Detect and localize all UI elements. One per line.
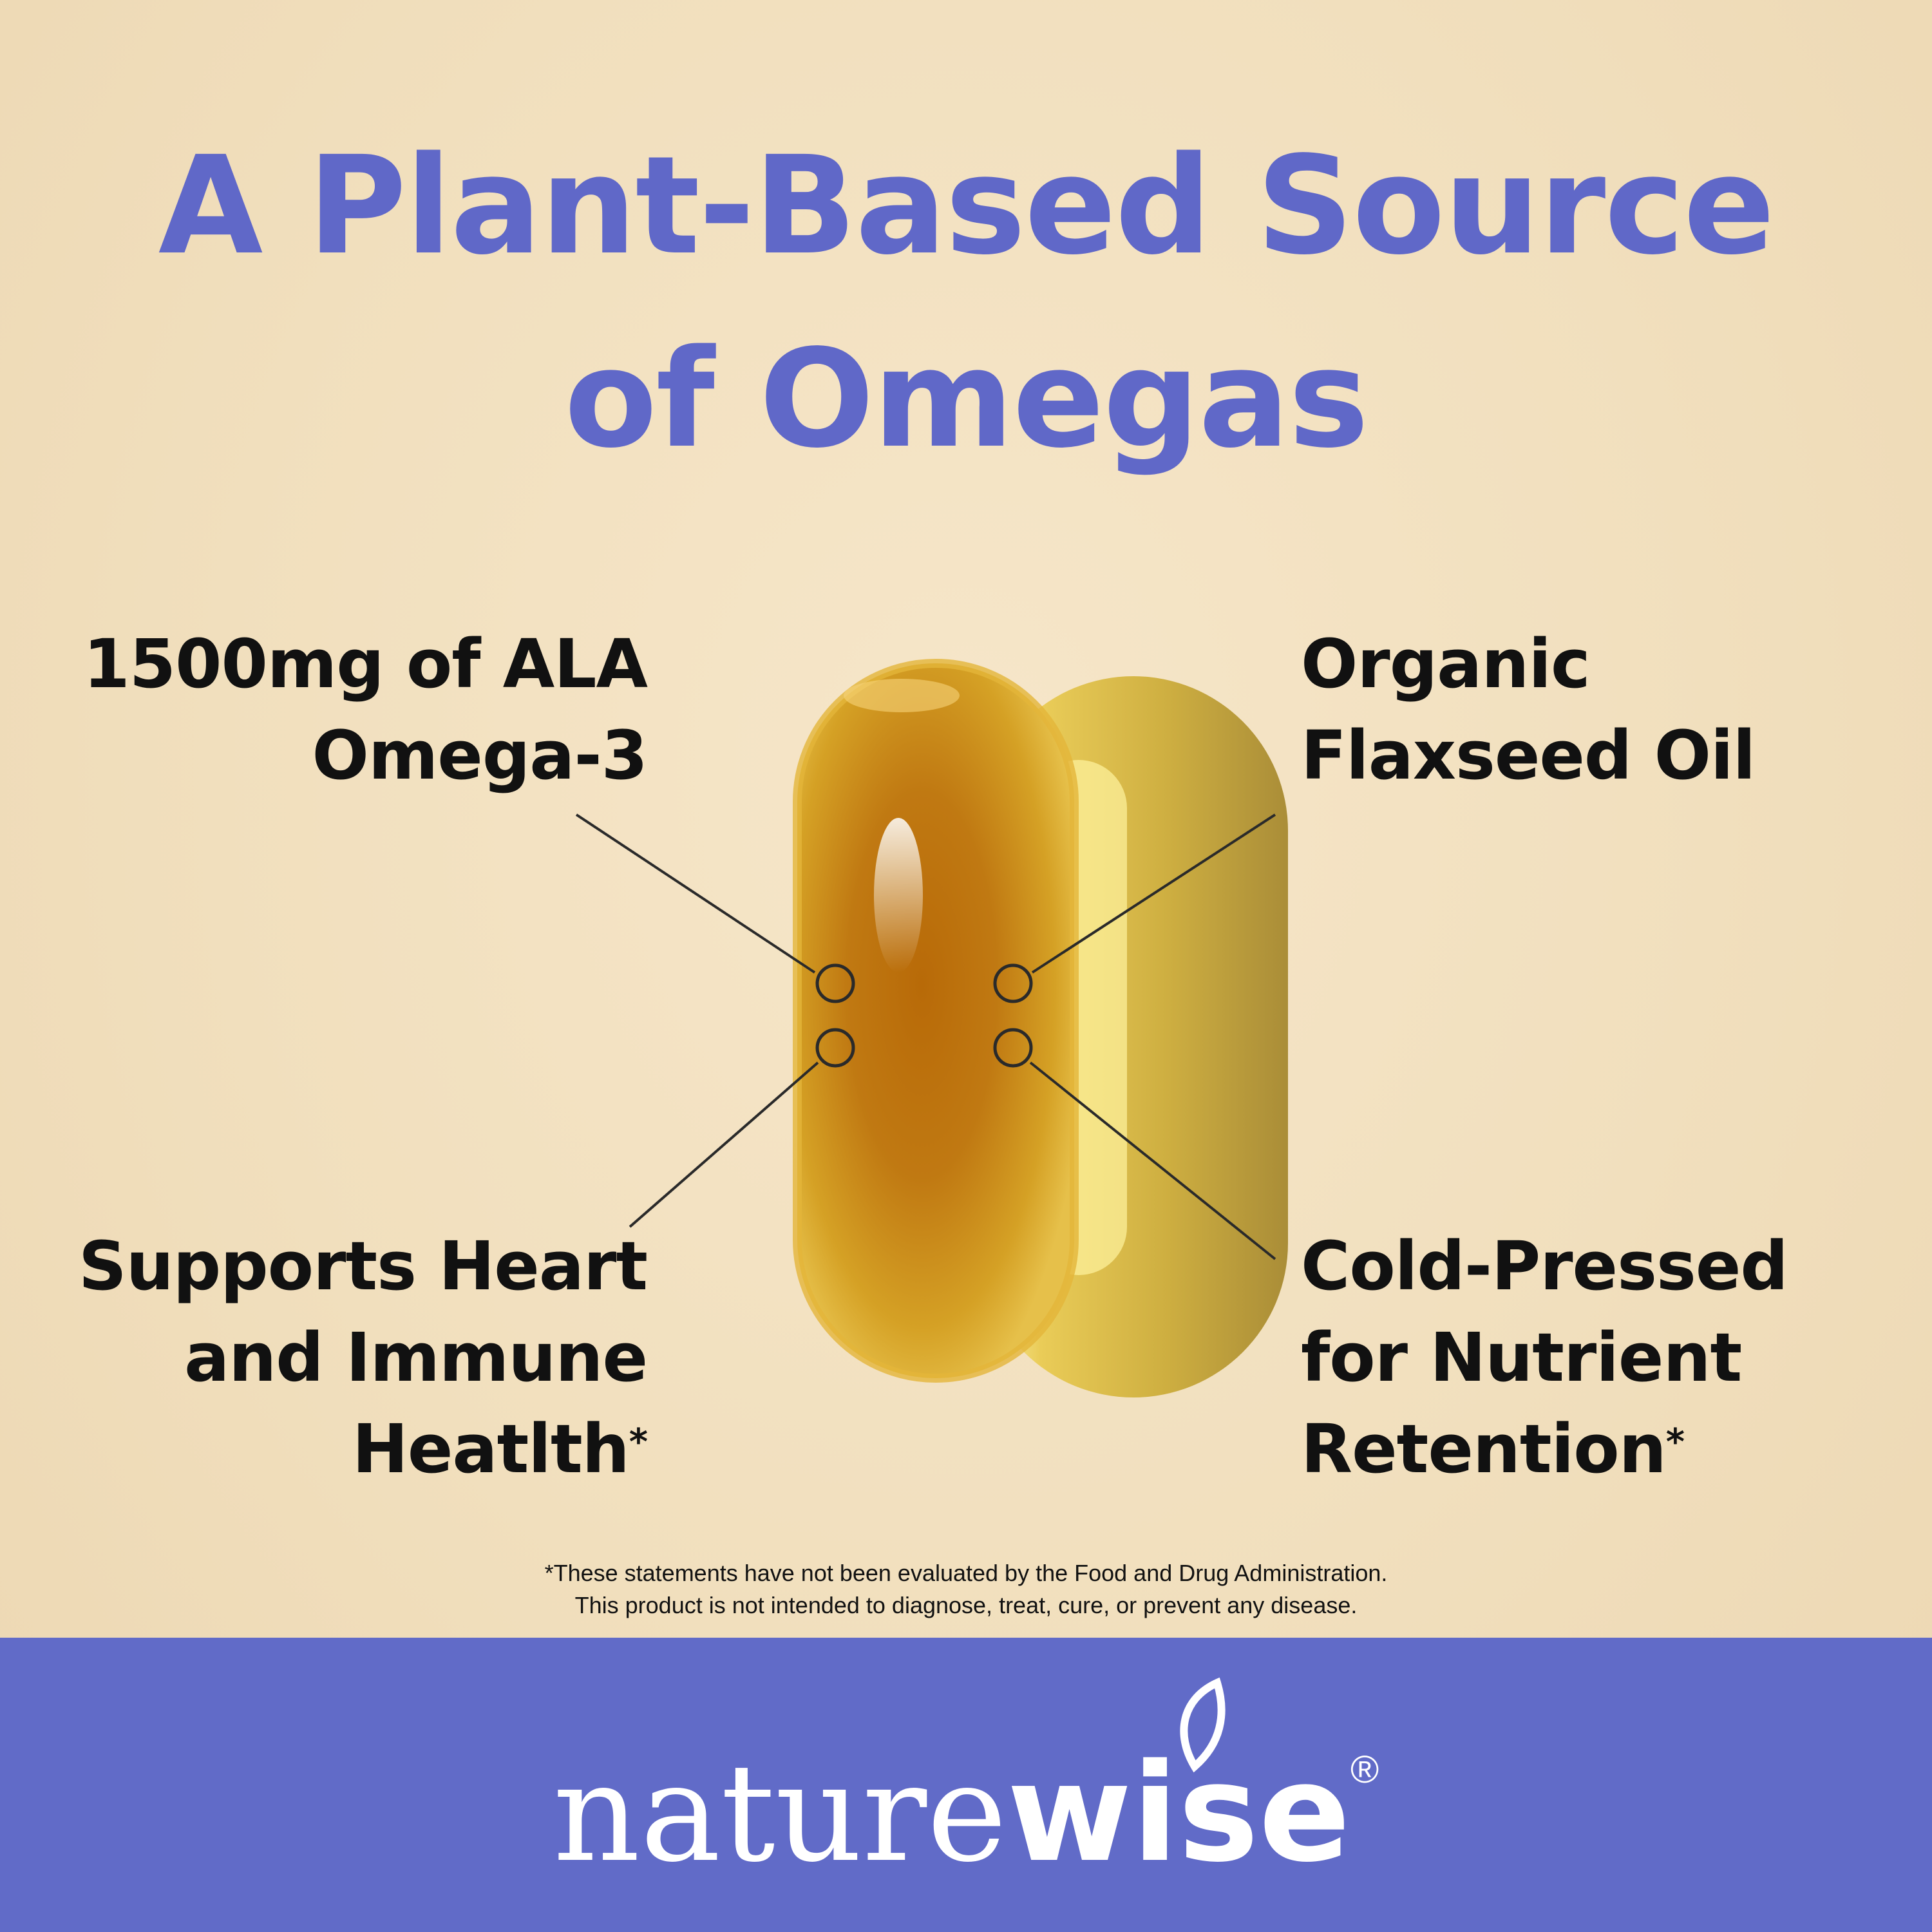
brand-footer: naturewise® (0, 1638, 1932, 1932)
asterisk-mark: * (629, 1421, 648, 1463)
feature-heart-immune: Supports Heart and Immune Heatlth* (78, 1227, 648, 1488)
svg-text:naturewise®: naturewise® (553, 1734, 1379, 1892)
callout-circle-top-right (993, 963, 1033, 1003)
callout-circle-top-left (815, 963, 855, 1003)
headline: A Plant-Based Source of Omegas (0, 109, 1932, 496)
headline-line-1: A Plant-Based Source (158, 127, 1775, 285)
feature-ala-omega3: 1500mg of ALA Omega-3 (83, 625, 648, 795)
brand-name-nature: nature (553, 1734, 1007, 1892)
callout-lines (575, 813, 1276, 1260)
leaf-icon (1180, 1677, 1226, 1773)
feature-cold-pressed: Cold-Pressed for Nutrient Retention* (1301, 1227, 1788, 1488)
asterisk-mark: * (1665, 1421, 1685, 1463)
brand-logo: naturewise® (553, 1677, 1379, 1892)
headline-line-2: of Omegas (564, 320, 1369, 478)
softgel-capsule (793, 659, 1079, 1383)
brand-name-wise: wise (1007, 1734, 1350, 1892)
fda-disclaimer: *These statements have not been evaluate… (544, 1560, 1388, 1618)
callout-markers (815, 963, 1033, 1068)
callout-circle-bottom-left (815, 1028, 855, 1068)
feature-organic-flaxseed: Organic Flaxseed Oil (1301, 625, 1756, 795)
callout-circle-bottom-right (993, 1028, 1033, 1068)
registered-mark: ® (1350, 1748, 1379, 1791)
